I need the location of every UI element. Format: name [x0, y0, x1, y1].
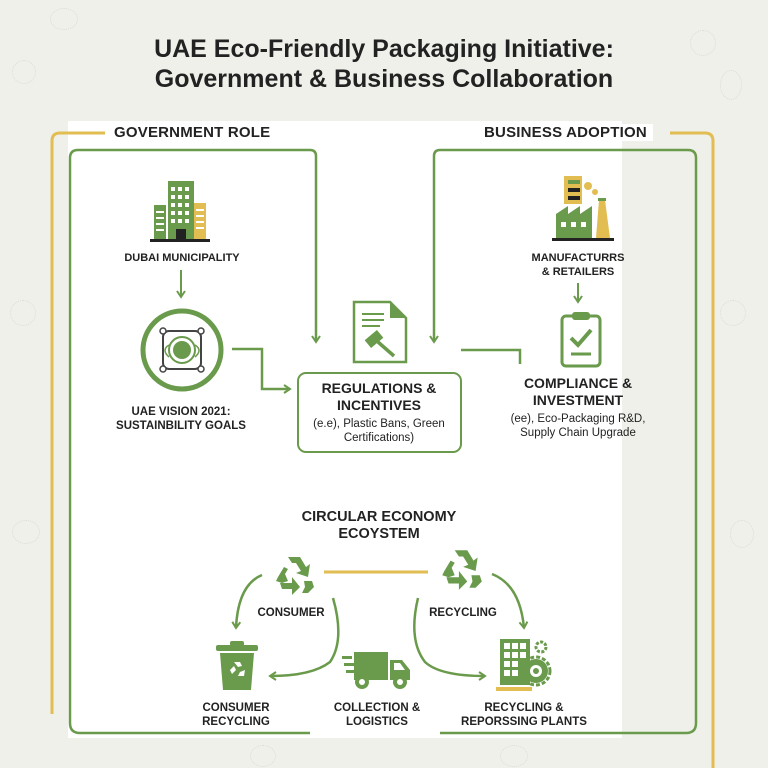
uae-vision-line-2: SUSTAINBILITY GOALS: [116, 420, 246, 432]
plants-line-2: REPORSSING PLANTS: [461, 716, 587, 728]
document-gavel-icon: [352, 300, 408, 364]
background-doodle: [720, 300, 746, 326]
background-doodle: [12, 60, 36, 84]
manufacturers-line-2: & RETAILERS: [541, 266, 615, 278]
compliance-detail: (ee), Eco-Packaging R&D, Supply Chain Up…: [490, 412, 666, 440]
compliance-title-line-1: COMPLIANCE &: [523, 375, 633, 391]
consumer-recycling-label: CONSUMER RECYCLING: [184, 701, 288, 729]
compliance-title: COMPLIANCE & INVESTMENT: [498, 375, 658, 409]
arrow-recycling-to-plants: [491, 572, 529, 630]
background-doodle: [730, 520, 754, 548]
vision-network-icon: [140, 308, 224, 392]
regulations-title-line-1: REGULATIONS &: [321, 380, 437, 396]
collection-line-1: COLLECTION &: [333, 702, 421, 714]
regulations-title-line-2: INCENTIVES: [336, 397, 421, 413]
collection-line-2: LOGISTICS: [346, 716, 408, 728]
background-doodle: [690, 30, 716, 56]
plants-line-1: RECYCLING &: [484, 702, 564, 714]
consumer-label: CONSUMER: [257, 607, 325, 619]
section-label-government: GOVERNMENT ROLE: [108, 124, 277, 141]
green-frame-left-top: [68, 148, 310, 735]
recycle-icon-recycling: [442, 550, 482, 590]
arrow-vision-to-regulations: [232, 347, 292, 394]
circular-title-line-2: ECOYSTEM: [338, 526, 420, 542]
arrow-consumer-to-bin: [231, 573, 263, 630]
compliance-detail-line-1: (ee), Eco-Packaging R&D,: [510, 413, 646, 425]
circular-economy-title: CIRCULAR ECONOMY ECOYSTEM: [264, 509, 494, 543]
page-title: UAE Eco-Friendly Packaging Initiative: G…: [0, 34, 768, 94]
arrow-consumer-to-bin-return: [268, 597, 340, 681]
plant-gears-icon: [496, 639, 552, 691]
green-frame-right-top: [429, 148, 441, 344]
title-line-2: Government & Business Collaboration: [154, 65, 614, 93]
recycling-label: RECYCLING: [429, 607, 497, 619]
clipboard-check-icon: [560, 312, 602, 368]
dubai-municipality-label: DUBAI MUNICIPALITY: [124, 252, 240, 264]
regulations-detail: (e.e), Plastic Bans, Green Certification…: [299, 417, 459, 445]
consumer-recycling-line-2: RECYCLING: [202, 716, 270, 728]
gold-frame-right: [670, 131, 715, 768]
uae-vision-label: UAE VISION 2021: SUSTAINBILITY GOALS: [96, 405, 266, 433]
green-frame-left-outline: [309, 148, 321, 344]
regulations-detail-line-1: (e.e), Plastic Bans, Green: [313, 418, 445, 430]
background-doodle: [50, 8, 78, 30]
uae-vision-line-1: UAE VISION 2021:: [131, 406, 231, 418]
background-doodle: [720, 70, 742, 100]
consumer-recycling-line-1: CONSUMER: [202, 702, 270, 714]
building-icon: [150, 181, 210, 242]
regulations-box: REGULATIONS & INCENTIVES (e.e), Plastic …: [297, 372, 462, 453]
collection-logistics-label: COLLECTION & LOGISTICS: [322, 701, 432, 729]
recycle-bin-icon: [216, 641, 258, 690]
compliance-detail-line-2: Supply Chain Upgrade: [520, 427, 636, 439]
circular-title-line-1: CIRCULAR ECONOMY: [301, 509, 457, 525]
title-line-1: UAE Eco-Friendly Packaging Initiative:: [154, 35, 614, 63]
recycling-plants-label: RECYCLING & REPORSSING PLANTS: [456, 701, 592, 729]
gold-frame-left: [50, 131, 105, 714]
compliance-title-line-2: INVESTMENT: [532, 392, 624, 408]
manufacturers-line-1: MANUFACTURRS: [531, 252, 625, 264]
factory-icon: [552, 176, 614, 241]
background-doodle: [250, 745, 276, 767]
recycle-icon-consumer: [276, 557, 314, 595]
regulations-detail-line-2: Certifications): [343, 432, 415, 444]
green-frame-right-outline: [440, 148, 698, 735]
section-label-business: BUSINESS ADOPTION: [478, 124, 653, 141]
background-doodle: [12, 520, 40, 544]
manufacturers-label: MANUFACTURRS & RETAILERS: [500, 251, 656, 279]
background-doodle: [500, 745, 528, 767]
delivery-truck-icon: [342, 652, 410, 689]
background-doodle: [10, 300, 36, 326]
regulations-title: REGULATIONS & INCENTIVES: [299, 380, 459, 414]
connector-regulations-to-compliance: [461, 348, 522, 364]
arrow-collection-to-plants: [413, 597, 487, 681]
